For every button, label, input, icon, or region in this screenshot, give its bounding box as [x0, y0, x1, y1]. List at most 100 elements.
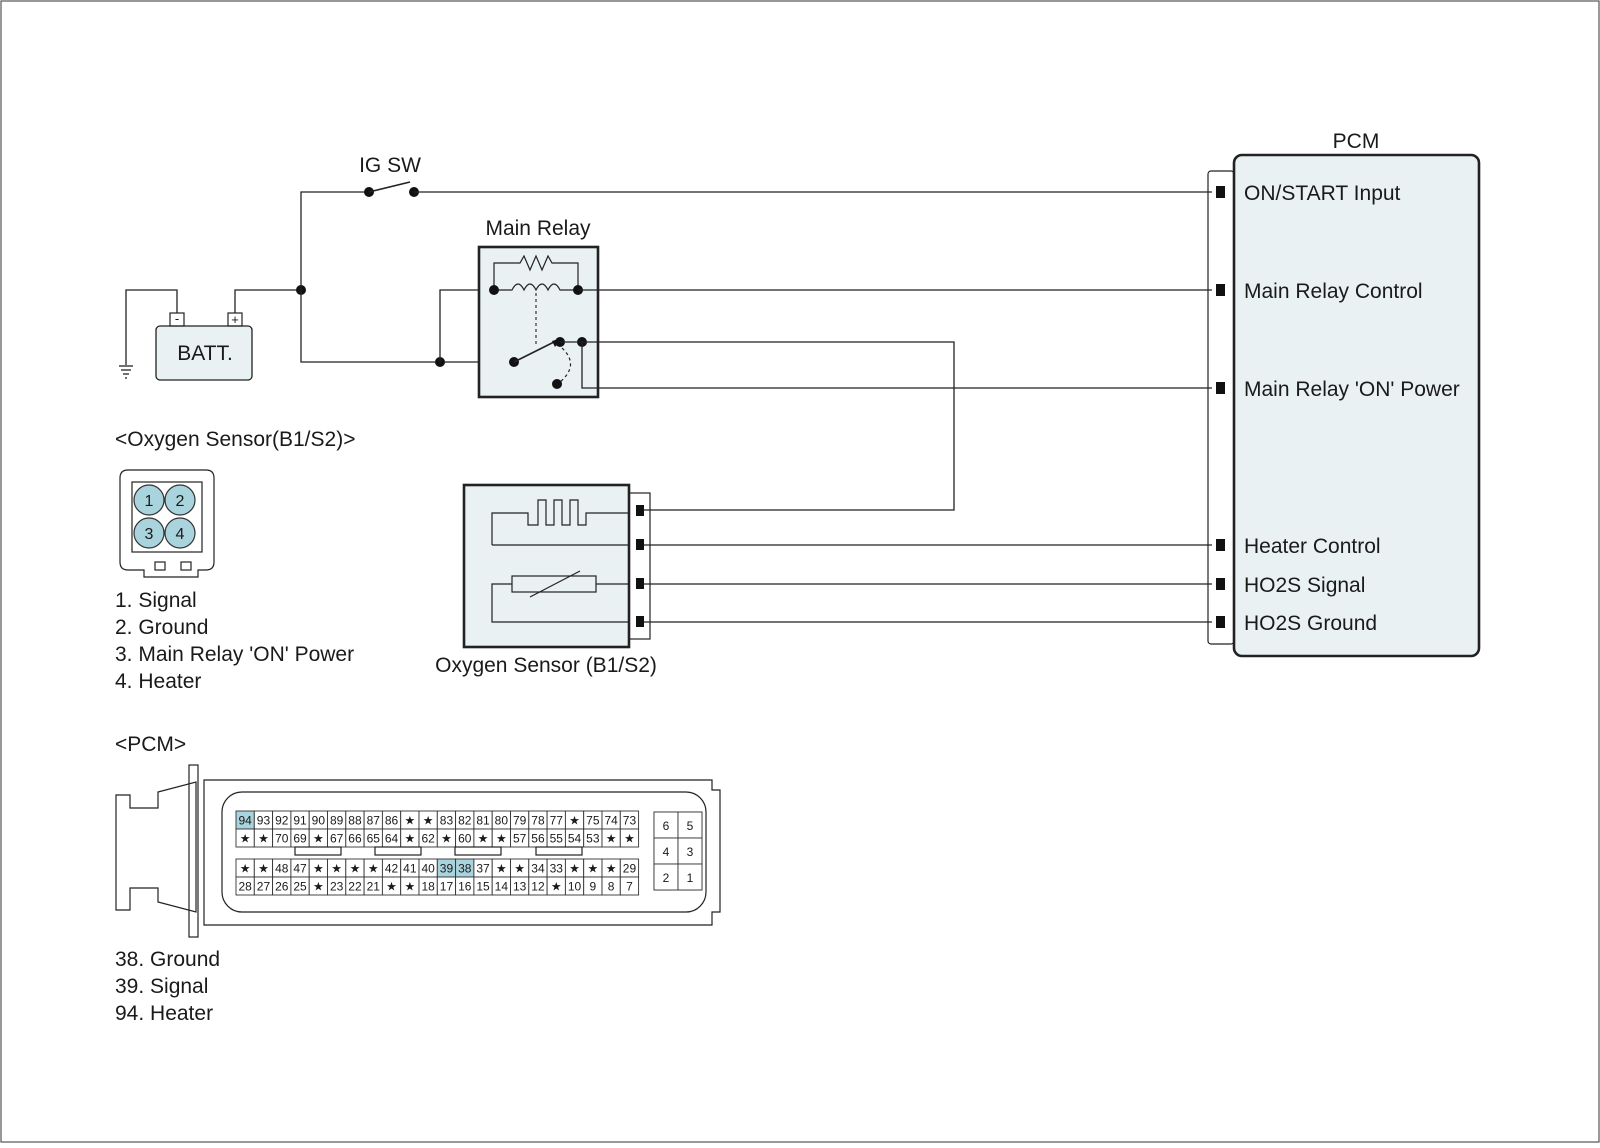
pcm-pin-number: 87	[367, 814, 381, 828]
unused-pin-star: ★	[404, 832, 415, 846]
unused-pin-star: ★	[551, 880, 562, 894]
pcm-pin-number: 15	[476, 880, 490, 894]
pcm-pin-number: 37	[476, 862, 490, 876]
pcm-pin-number: 73	[623, 814, 637, 828]
variable-resistor-icon	[529, 570, 581, 598]
pcm-pin-number: 57	[513, 832, 527, 846]
pcm-pin-number: 81	[476, 814, 490, 828]
unused-pin-star: ★	[404, 880, 415, 894]
o2-pin-number: 1	[145, 493, 154, 510]
pcm-module	[1207, 153, 1481, 658]
pcm-terminal-label: HO2S Ground	[1244, 612, 1377, 635]
pcm-pin-number: 28	[238, 880, 252, 894]
battery-plus-label: +	[231, 312, 239, 327]
unused-pin-star: ★	[606, 862, 617, 876]
pcm-pin-number: 41	[403, 862, 417, 876]
pcm-legend-item: 94. Heater	[115, 1002, 213, 1025]
unused-pin-star: ★	[496, 862, 507, 876]
pcm-pin-number: 13	[513, 880, 527, 894]
pcm-pin-number: 14	[495, 880, 509, 894]
unused-pin-star: ★	[514, 862, 525, 876]
pcm-pin-number: 82	[458, 814, 472, 828]
pcm-pin-number: 89	[330, 814, 344, 828]
unused-pin-star: ★	[423, 814, 434, 828]
oxygen-sensor-label: Oxygen Sensor (B1/S2)	[435, 654, 657, 677]
pcm-pin-number: 54	[568, 832, 582, 846]
pcm-pin-number: 90	[312, 814, 326, 828]
pcm-pin-number: 88	[348, 814, 362, 828]
pcm-pin-number: 42	[385, 862, 399, 876]
pcm-side-pin-number: 3	[687, 845, 694, 859]
pcm-legend-item: 39. Signal	[115, 975, 208, 998]
unused-pin-star: ★	[569, 814, 580, 828]
unused-pin-star: ★	[368, 862, 379, 876]
unused-pin-star: ★	[331, 862, 342, 876]
pcm-pin-number: 53	[586, 832, 600, 846]
pcm-pin-number: 8	[608, 880, 615, 894]
coil-icon	[494, 283, 578, 292]
oxygen-sensor	[462, 483, 651, 649]
unused-pin-star: ★	[587, 862, 598, 876]
heater-element-icon	[491, 499, 629, 545]
pcm-pin-number: 23	[330, 880, 344, 894]
heater-power-wire	[582, 341, 955, 511]
unused-pin-star: ★	[313, 880, 324, 894]
pcm-pin-number: 40	[421, 862, 435, 876]
pcm-side-pin-cell	[677, 837, 703, 865]
pcm-pin-number: 70	[275, 832, 289, 846]
pcm-pin-number: 86	[385, 814, 399, 828]
pcm-pin-number: 93	[257, 814, 271, 828]
o2-connector-heading: <Oxygen Sensor(B1/S2)>	[115, 428, 355, 451]
pcm-pin-number: 65	[367, 832, 381, 846]
main-relay-label: Main Relay	[485, 217, 591, 240]
unused-pin-star: ★	[313, 862, 324, 876]
pcm-side-pin-number: 5	[687, 819, 694, 833]
pcm-pin-number: 10	[568, 880, 582, 894]
pcm-pin-number: 26	[275, 880, 289, 894]
pcm-pin-number: 18	[421, 880, 435, 894]
pcm-terminal-label: Main Relay Control	[1244, 280, 1423, 303]
pcm-pin-number: 69	[293, 832, 307, 846]
pcm-pin-number: 38	[458, 862, 472, 876]
pcm-pin-number: 77	[550, 814, 564, 828]
main-relay	[477, 245, 600, 399]
pcm-terminal-label: HO2S Signal	[1244, 574, 1365, 597]
ig-switch-label: IG SW	[359, 154, 421, 177]
pcm-side-pin-number: 6	[663, 819, 670, 833]
pcm-pin-number: 55	[550, 832, 564, 846]
pcm-pin-number: 39	[440, 862, 454, 876]
unused-pin-star: ★	[404, 814, 415, 828]
pcm-pin-number: 21	[367, 880, 381, 894]
pcm-pin-number: 12	[531, 880, 545, 894]
pcm-pin-number: 7	[626, 880, 633, 894]
o2-pin-number: 2	[176, 493, 185, 510]
pcm-pin-number: 29	[623, 862, 637, 876]
o2-legend-item: 1. Signal	[115, 589, 197, 612]
unused-pin-star: ★	[240, 862, 251, 876]
pcm-side-pin-number: 2	[663, 871, 670, 885]
unused-pin-star: ★	[313, 832, 324, 846]
unused-pin-star: ★	[258, 862, 269, 876]
pcm-pin-number: 92	[275, 814, 289, 828]
pcm-side-pin-cell	[653, 863, 679, 891]
pcm-side-pin-cell	[653, 837, 679, 865]
pcm-pin-cell	[619, 828, 640, 848]
o2-connector: 1 2 3 4	[119, 469, 215, 578]
pcm-pin-number: 79	[513, 814, 527, 828]
battery-label: BATT.	[177, 342, 233, 365]
resistor-icon	[493, 254, 579, 290]
pcm-pin-number: 80	[495, 814, 509, 828]
o2-legend-item: 3. Main Relay 'ON' Power	[115, 643, 354, 666]
pcm-pin-number: 64	[385, 832, 399, 846]
pcm-legend-item: 38. Ground	[115, 948, 220, 971]
pcm-pin-number: 83	[440, 814, 454, 828]
pcm-pin-number: 75	[586, 814, 600, 828]
pcm-side-pin-number: 1	[687, 871, 694, 885]
unused-pin-star: ★	[624, 832, 635, 846]
unused-pin-star: ★	[386, 880, 397, 894]
